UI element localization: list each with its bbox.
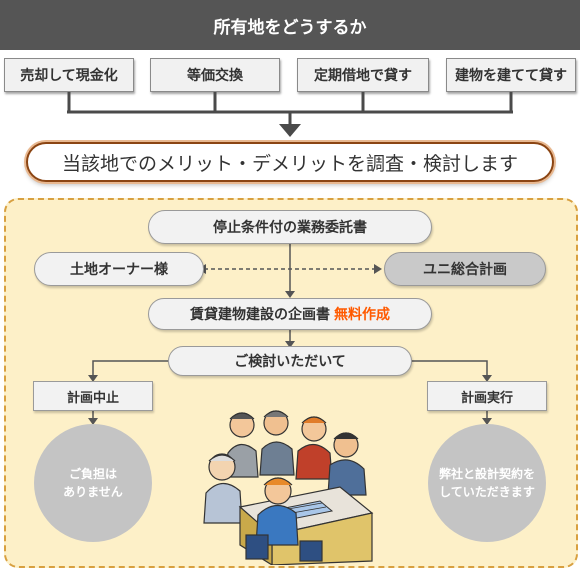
plan-label: 賃貸建物建設の企画書 bbox=[190, 307, 330, 323]
plan-free-label: 無料作成 bbox=[334, 307, 390, 323]
stop-circle: ご負担は ありません bbox=[34, 424, 152, 542]
stop-note-line1: ご負担は bbox=[68, 467, 117, 481]
plan-box: 賃貸建物建設の企画書 無料作成 bbox=[148, 298, 432, 330]
page-title: 所有地をどうするか bbox=[0, 0, 580, 50]
owner-box: 土地オーナー様 bbox=[34, 252, 204, 286]
execute-circle: 弊社と設計契約を していただきます bbox=[428, 424, 546, 542]
stop-note-line2: ありません bbox=[63, 485, 123, 499]
option-build-rent: 建物を建てて貸す bbox=[446, 58, 576, 92]
survey-banner: 当該地でのメリット・デメリットを調査・検討します bbox=[26, 142, 554, 182]
exec-note-line2: していただきます bbox=[439, 485, 535, 499]
execute-box: 計画実行 bbox=[427, 381, 547, 411]
option-lease-land: 定期借地で貸す bbox=[297, 58, 429, 92]
options-connector bbox=[67, 92, 513, 137]
option-exchange: 等価交換 bbox=[150, 58, 280, 92]
option-sell: 売却して現金化 bbox=[4, 58, 134, 92]
exec-note-line1: 弊社と設計契約を bbox=[438, 467, 535, 481]
meeting-people-illustration bbox=[203, 410, 374, 565]
review-box: ご検討いただいて bbox=[168, 346, 412, 376]
company-box: ユニ総合計画 bbox=[384, 252, 546, 286]
stop-box: 計画中止 bbox=[33, 381, 153, 411]
contract-box: 停止条件付の業務委託書 bbox=[148, 210, 432, 244]
